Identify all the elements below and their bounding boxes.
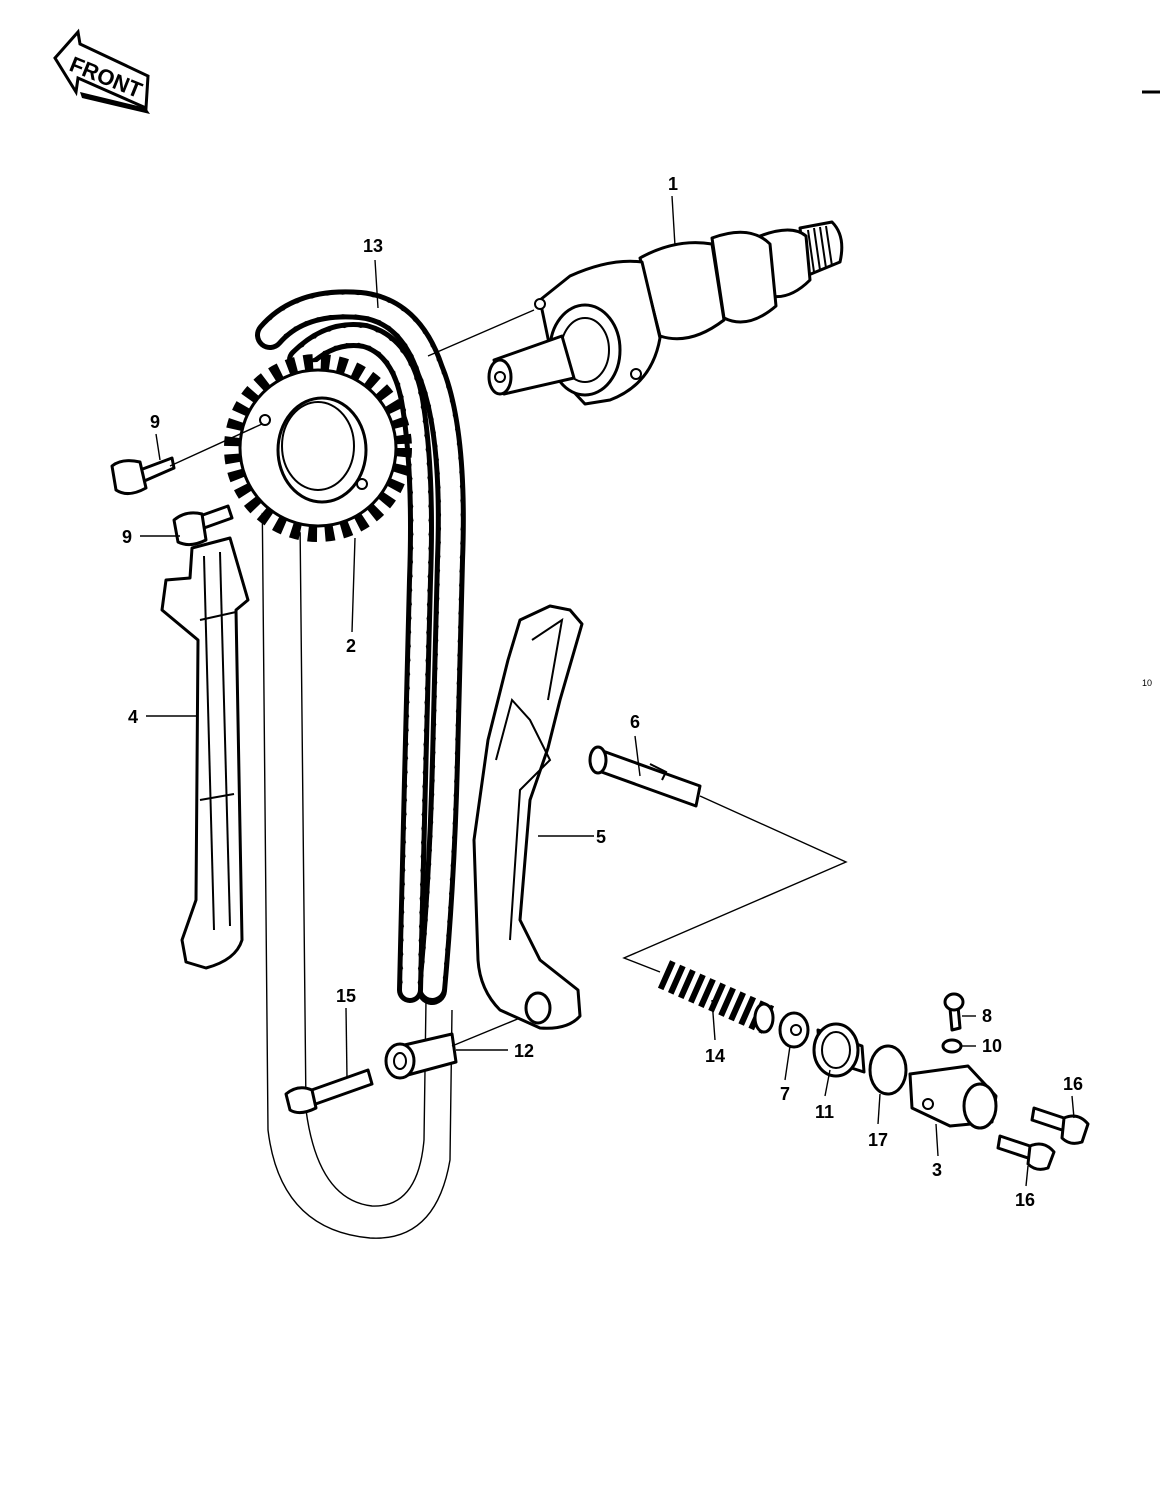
callout-9a: 9 [150, 412, 160, 432]
leader-lines [140, 195, 1075, 1187]
callout-17: 17 [868, 1130, 888, 1150]
callout-labels: 1 13 9 9 2 4 6 5 15 12 14 7 11 17 3 8 10… [122, 174, 1083, 1210]
callout-1: 1 [668, 174, 678, 194]
callout-5: 5 [596, 827, 606, 847]
nut-7-hole [790, 1024, 802, 1036]
chain-guide [160, 536, 250, 970]
bolt-8 [943, 992, 965, 1032]
callout-11: 11 [815, 1102, 834, 1122]
callout-13: 13 [363, 236, 383, 256]
callout-16b: 16 [1015, 1190, 1035, 1210]
callout-9b: 9 [122, 527, 132, 547]
o-ring [868, 1044, 908, 1096]
callout-2: 2 [346, 636, 356, 656]
tensioner-arm [472, 604, 584, 1030]
chain-loop-phantom-inner [299, 519, 427, 1207]
bolt-16-upper [1030, 1106, 1090, 1145]
callout-6: 6 [630, 712, 640, 732]
chain-loop-phantom [261, 479, 453, 1239]
tensioner-pin [588, 745, 702, 808]
callout-16a: 16 [1063, 1074, 1083, 1094]
washer-10 [941, 1038, 963, 1054]
callout-3: 3 [932, 1160, 942, 1180]
callout-12: 12 [514, 1041, 534, 1061]
cam-chain [255, 289, 466, 1005]
spring [657, 960, 775, 1034]
edge-mark: 10 [1142, 678, 1152, 688]
callout-14: 14 [705, 1046, 725, 1066]
callout-15: 15 [336, 986, 356, 1006]
bolt-9-lower [172, 504, 234, 547]
cam-sprocket [224, 354, 412, 542]
collar [384, 1032, 458, 1080]
tensioner-body [908, 1064, 998, 1130]
bolt-16-lower [996, 1134, 1056, 1171]
front-arrow: FRONT [53, 28, 150, 114]
callout-7: 7 [780, 1084, 790, 1104]
callout-4: 4 [128, 707, 138, 727]
bolt-15 [284, 1068, 374, 1115]
callout-10: 10 [982, 1036, 1002, 1056]
bolt-9-upper [110, 456, 176, 495]
camshaft [487, 220, 844, 406]
callout-8: 8 [982, 1006, 992, 1026]
sleeve-11 [812, 1022, 866, 1078]
